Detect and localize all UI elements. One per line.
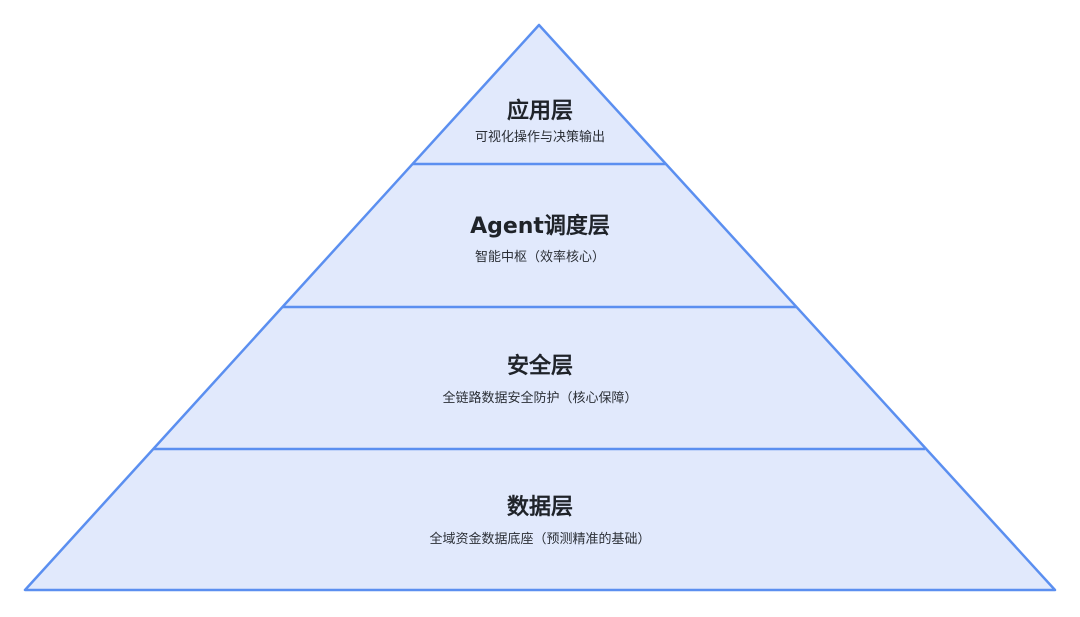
layer-title-security: 安全层 [506,354,573,379]
layer-title-agent: Agent调度层 [470,214,610,239]
layer-title-application: 应用层 [506,99,573,124]
layer-subtitle-data: 全域资金数据底座（预测精准的基础） [429,532,651,547]
layer-subtitle-security: 全链路数据安全防护（核心保障） [442,391,638,406]
layer-title-data: 数据层 [506,495,573,520]
layer-subtitle-application: 可视化操作与决策输出 [474,130,605,145]
layer-subtitle-agent: 智能中枢（效率核心） [474,250,605,265]
